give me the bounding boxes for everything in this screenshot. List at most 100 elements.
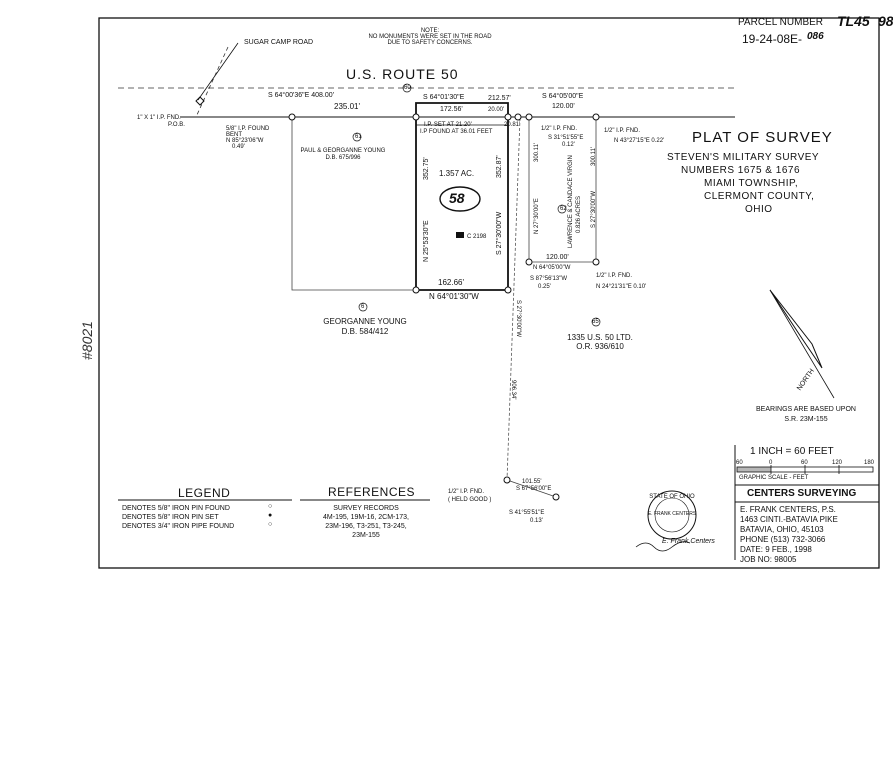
legend-row-text: DENOTES 3/4" IRON PIPE FOUND xyxy=(122,523,235,530)
route-marker: 60 xyxy=(404,85,411,91)
lot-marker xyxy=(557,204,567,214)
title-line: STEVEN'S MILITARY SURVEY xyxy=(667,152,820,163)
sheet-border xyxy=(98,17,880,569)
south-side-bearing: N 64°01'30"W xyxy=(429,292,479,301)
margin-handwritten-number: #8021 xyxy=(79,321,95,360)
iron-pin-found xyxy=(412,286,420,294)
references-line: 23M-196, T3-251, T3-245, xyxy=(325,523,407,530)
north-distance: 172.56' xyxy=(440,106,463,113)
north-bearing: S 64°00'36"E 408.00' xyxy=(268,92,334,99)
east-side-bearing: S 27°30'00"W xyxy=(496,211,503,255)
surveyor-heading: CENTERS SURVEYING xyxy=(747,488,857,499)
young-deed: D.B. 675/996 xyxy=(325,155,361,161)
lot-marker xyxy=(402,83,412,93)
north-distance: 20.00' xyxy=(488,107,505,113)
seal-inner-text: E. FRANK CENTERS xyxy=(647,511,697,517)
georganne-owner: GEORGANNE YOUNG xyxy=(323,317,407,326)
surveyor-signature: E. Frank Centers xyxy=(662,538,715,545)
lot-marker xyxy=(591,317,601,327)
iron-pin-found xyxy=(525,113,533,121)
legend-symbol-pin-set: ● xyxy=(268,512,273,519)
tie-bearing: S 31°51'55"E xyxy=(548,135,584,141)
tie-distance: 101.55' xyxy=(522,479,542,485)
tie-bearing: N 85°23'06"W xyxy=(226,138,264,144)
sugar-camp-road-label: SUGAR CAMP ROAD xyxy=(244,39,314,46)
virgin-owners: LAWRENCE & CANDACE VIRGIN xyxy=(568,155,574,248)
iron-pin-found xyxy=(592,258,600,266)
long-line-bearing: S 27°30'00"W xyxy=(515,300,521,338)
virgin-parcel-boundary xyxy=(528,117,597,263)
references-heading: REFERENCES xyxy=(328,485,416,499)
ip-found-label: 1/2" I.P. FND. xyxy=(604,128,641,134)
bearings-basis: S.R. 23M-155 xyxy=(784,416,828,423)
surveyor-line: BATAVIA, OHIO, 45103 xyxy=(740,525,824,534)
tie-distance: 0.13' xyxy=(530,518,543,524)
long-line-length: 906.34' xyxy=(510,380,516,400)
surveyor-line: E. FRANK CENTERS, P.S. xyxy=(740,505,836,514)
title-line: NUMBERS 1675 & 1676 xyxy=(681,165,801,176)
handwritten-tl: TL45 xyxy=(837,13,870,29)
tie-bearing: N 43°27'15"E 0.22' xyxy=(614,138,665,144)
south-side-length: 162.66' xyxy=(438,278,464,287)
scale-tick: 60 xyxy=(801,460,808,466)
ip-found-label: 1" X 1" I.P. FND. xyxy=(137,115,181,121)
note-heading: NOTE: xyxy=(420,28,440,34)
georganne-deed: D.B. 584/412 xyxy=(341,327,389,336)
subject-acreage: 1.357 AC. xyxy=(439,169,475,178)
tie-distance: 0.12' xyxy=(562,142,575,148)
subject-mark-text: C 2198 xyxy=(467,234,487,240)
lot-marker xyxy=(358,302,368,312)
us-route-50-label: U.S. ROUTE 50 xyxy=(346,66,459,82)
parcel-58-number: 58 xyxy=(449,190,465,206)
ip-found-label: I.P FOUND AT 36.01 FEET xyxy=(420,129,493,135)
seal-ring-text: STATE OF OHIO xyxy=(649,494,695,500)
pob-marker xyxy=(195,96,205,106)
virgin-south-length: 120.00' xyxy=(546,254,569,261)
parcel-number-label: PARCEL NUMBER xyxy=(738,17,824,28)
parcel-58-circle xyxy=(439,186,481,212)
north-distance: 235.01' xyxy=(334,102,360,111)
lot-number: 62 xyxy=(560,206,567,212)
north-distance: 212.57' xyxy=(488,95,511,102)
lot-number: 65 xyxy=(592,319,599,325)
ip-found-label: 1/2" I.P. FND. xyxy=(448,489,485,495)
lot-number: 61 xyxy=(355,134,362,140)
ip-note: BENT xyxy=(226,132,243,138)
virgin-south-bearing: N 64°05'00"W xyxy=(533,265,571,271)
tie-bearing: S 67°56'00"E xyxy=(516,486,552,492)
iron-pin-found xyxy=(288,113,296,121)
pob-label: P.O.B. xyxy=(168,122,185,128)
scale-caption: GRAPHIC SCALE - FEET xyxy=(739,475,809,481)
surveyor-line: JOB NO: 98005 xyxy=(740,555,797,564)
surveyor-line: PHONE (513) 732-3066 xyxy=(740,535,826,544)
references-line: 23M-155 xyxy=(352,532,380,539)
bearings-basis: BEARINGS ARE BASED UPON xyxy=(756,406,856,413)
legend-symbol-pin-found: ○ xyxy=(268,503,273,510)
sugar-camp-leader xyxy=(197,42,239,101)
iron-pin-found xyxy=(504,113,512,121)
iron-pin-found xyxy=(504,286,512,294)
iron-pin-found xyxy=(552,493,560,501)
note-line: NO MONUMENTS WERE SET IN THE ROAD xyxy=(368,34,492,40)
parcel-number-value: 19-24-08E- xyxy=(742,32,803,46)
plat-title: PLAT OF SURVEY xyxy=(692,129,833,146)
north-arrow-shaft xyxy=(769,289,835,399)
virgin-east-length: 300.11' xyxy=(591,146,597,166)
ip-found-label: 1/2" I.P. FND. xyxy=(541,126,578,132)
scale-label: 1 INCH = 60 FEET xyxy=(750,446,834,457)
iron-pin-found xyxy=(503,476,511,484)
surveyor-line: DATE: 9 FEB., 1998 xyxy=(740,545,812,554)
virgin-acres: 0.826 ACRES xyxy=(576,195,582,233)
ip-found-label: 1/2" I.P. FND. xyxy=(596,273,633,279)
legend-row-text: DENOTES 5/8" IRON PIN SET xyxy=(122,514,219,521)
virgin-west-bearing: N 27°30'00"E xyxy=(534,198,540,234)
title-line: CLERMONT COUNTY, xyxy=(704,191,815,202)
west-side-bearing: N 25°53'30"E xyxy=(423,220,430,262)
tie-distance: 0.25' xyxy=(538,284,551,290)
scale-tick: 0 xyxy=(769,460,773,466)
references-line: 4M-195, 19M-16, 2CM-173, xyxy=(323,514,409,521)
virgin-west-length: 300.11' xyxy=(534,142,540,162)
ltd-owner: 1335 U.S. 50 LTD. xyxy=(567,333,633,342)
title-line: MIAMI TOWNSHIP, xyxy=(704,178,799,189)
